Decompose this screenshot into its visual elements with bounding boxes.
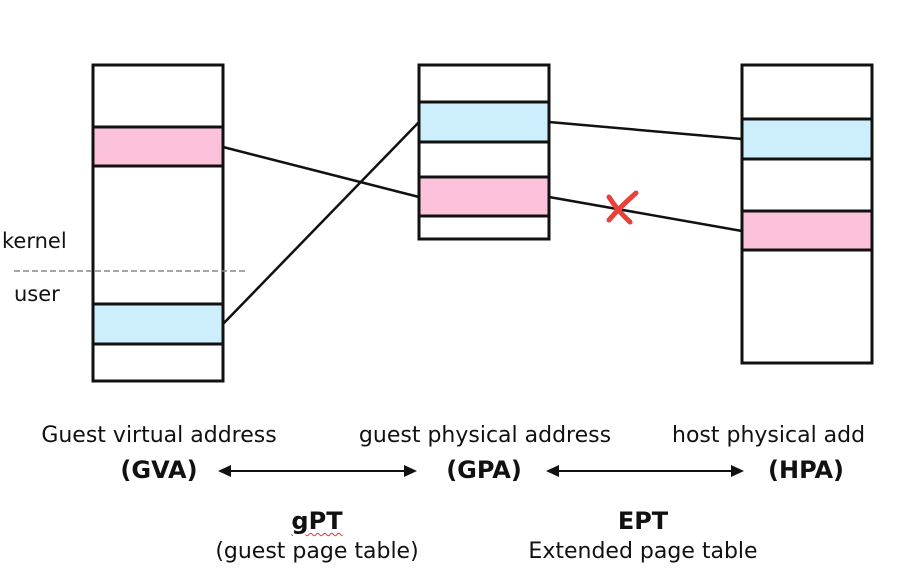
hpa-pink-page xyxy=(740,209,874,252)
gva-column xyxy=(91,63,225,383)
gpa-abbr: (GPA) xyxy=(446,456,522,484)
gva-user-to-gpa-blue-line xyxy=(222,121,420,325)
ept-description: Extended page table xyxy=(528,539,758,564)
gpt-name: gPT xyxy=(291,507,343,535)
gpt-description: (guest page table) xyxy=(215,539,419,564)
gva-caption: Guest virtual address xyxy=(41,423,277,448)
user-label: user xyxy=(14,282,60,306)
red-x-icon xyxy=(606,190,639,225)
gpa-hpa-double-arrow xyxy=(546,465,744,477)
gpa-pink-page xyxy=(417,175,551,218)
gva-kernel-page xyxy=(91,125,225,168)
ept-name: EPT xyxy=(617,507,669,535)
gpa-blue-page xyxy=(417,100,551,144)
gva-abbr: (GVA) xyxy=(120,456,198,484)
gva-user-page xyxy=(91,302,225,346)
gpa-caption: guest physical address xyxy=(358,423,612,448)
hpa-blue-page xyxy=(740,117,874,161)
hpa-abbr: (HPA) xyxy=(768,456,844,484)
gpa-pink-to-hpa-pink-line xyxy=(548,195,743,233)
gva-kernel-to-gpa-pink-line xyxy=(222,145,420,199)
hpa-caption: host physical add xyxy=(672,423,866,448)
gpa-column xyxy=(417,63,551,241)
kernel-label: kernel xyxy=(2,229,67,253)
gpa-blue-to-hpa-blue-line xyxy=(548,120,743,141)
hpa-column xyxy=(740,63,874,365)
gva-gpa-double-arrow xyxy=(218,465,417,477)
